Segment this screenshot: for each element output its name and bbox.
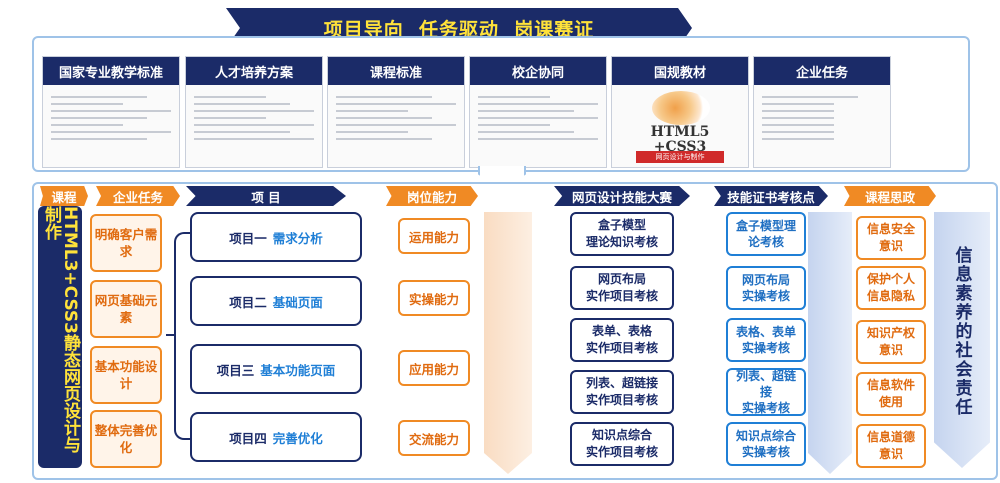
project-name: 完善优化 (272, 430, 323, 446)
project-item: 项目二基础页面 (190, 276, 362, 326)
cert-flow-arrow (808, 212, 852, 474)
header-ability: 岗位能力 (386, 186, 478, 206)
projects-bracket (174, 232, 190, 440)
contest-item: 盒子模型 理论知识考核 (570, 212, 674, 256)
cert-item: 知识点综合 实操考核 (726, 422, 806, 466)
doc-thumbnail (43, 85, 179, 151)
book-tag: 网页设计与制作 (636, 151, 724, 163)
ability-item: 应用能力 (398, 350, 470, 386)
header-cert: 技能证书考核点 (714, 186, 828, 206)
project-item: 项目四完善优化 (190, 412, 362, 462)
doc-card-school-enterprise: 校企协同 (469, 56, 607, 168)
task-item: 基本功能设计 (90, 346, 162, 404)
project-name: 基本功能页面 (260, 362, 336, 378)
ability-item: 实操能力 (398, 280, 470, 316)
doc-card-label: 人才培养方案 (186, 57, 322, 85)
slogan-text: 项目导向 任务驱动 岗课赛证 (323, 18, 595, 41)
ideology-item: 信息道德 意识 (856, 424, 926, 468)
task-item: 网页基础元素 (90, 280, 162, 338)
social-responsibility-arrow: 信息素养的社会责任 (934, 212, 990, 468)
header-course: 课程 (40, 186, 88, 206)
cert-item: 列表、超链 接 实操考核 (726, 368, 806, 416)
header-ideology: 课程思政 (844, 186, 936, 206)
contest-item: 表单、表格 实作项目考核 (570, 318, 674, 362)
header-contest: 网页设计技能大赛 (554, 186, 690, 206)
cert-item: 盒子模型理 论考核 (726, 212, 806, 256)
book-cover-art (652, 91, 710, 125)
doc-card-label: 国家专业教学标准 (43, 57, 179, 85)
ability-item: 交流能力 (398, 420, 470, 456)
ability-item: 运用能力 (398, 218, 470, 254)
doc-thumbnail (328, 85, 464, 151)
project-item: 项目一需求分析 (190, 212, 362, 262)
bracket-tip (166, 334, 174, 336)
doc-card-label: 课程标准 (328, 57, 464, 85)
ideology-item: 信息软件 使用 (856, 372, 926, 416)
ability-flow-arrow (484, 212, 532, 474)
course-title: HTML3+CSS3静态网页设计与制作 (41, 206, 80, 453)
ideology-item: 信息安全 意识 (856, 216, 926, 260)
doc-card-label: 国规教材 (612, 57, 748, 85)
project-number: 项目一 (229, 230, 267, 246)
doc-card-course-standard: 课程标准 (327, 56, 465, 168)
book-title: HTML5 +CSS3 (650, 124, 710, 155)
ideology-item: 保护个人 信息隐私 (856, 266, 926, 310)
project-number: 项目二 (229, 294, 267, 310)
doc-card-label: 校企协同 (470, 57, 606, 85)
doc-thumbnail (186, 85, 322, 151)
doc-card-national-standard: 国家专业教学标准 (42, 56, 180, 168)
doc-card-textbook: 国规教材 HTML5 +CSS3 网页设计与制作 (611, 56, 749, 168)
project-name: 基础页面 (272, 294, 323, 310)
project-number: 项目四 (229, 430, 267, 446)
task-item: 整体完善优化 (90, 410, 162, 468)
social-responsibility-text: 信息素养的社会责任 (951, 246, 972, 417)
course-title-panel: HTML3+CSS3静态网页设计与制作 (38, 206, 82, 468)
doc-thumbnail (470, 85, 606, 151)
project-name: 需求分析 (272, 230, 323, 246)
ideology-item: 知识产权 意识 (856, 320, 926, 364)
cert-item: 表格、表单 实操考核 (726, 318, 806, 362)
doc-card-label: 企业任务 (754, 57, 890, 85)
doc-card-enterprise-task: 企业任务 (753, 56, 891, 168)
cert-item: 网页布局 实操考核 (726, 266, 806, 310)
contest-item: 列表、超链接 实作项目考核 (570, 370, 674, 414)
contest-item: 网页布局 实作项目考核 (570, 266, 674, 310)
task-item: 明确客户需求 (90, 214, 162, 272)
header-projects: 项 目 (186, 186, 346, 206)
project-item: 项目三基本功能页面 (190, 344, 362, 394)
doc-card-talent-plan: 人才培养方案 (185, 56, 323, 168)
contest-item: 知识点综合 实作项目考核 (570, 422, 674, 466)
doc-thumbnail (754, 85, 890, 151)
header-tasks: 企业任务 (96, 186, 180, 206)
project-number: 项目三 (216, 362, 255, 378)
